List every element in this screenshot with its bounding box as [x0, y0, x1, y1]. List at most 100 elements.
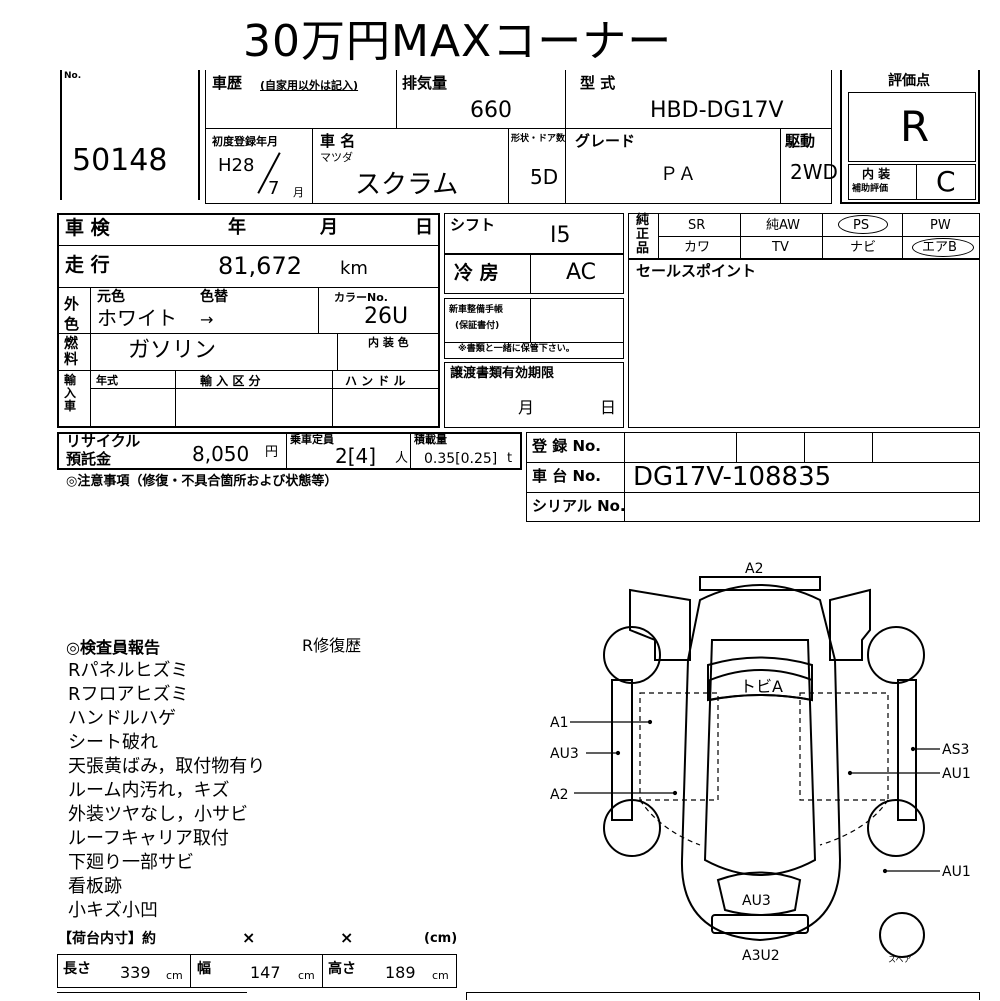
import-handle-label: ハ ン ド ル — [345, 374, 406, 388]
interior-label-1: 内 装 — [862, 167, 891, 181]
top-info-frame — [205, 70, 832, 204]
mileage-unit: km — [340, 258, 368, 279]
rear-right-wheel — [867, 799, 925, 857]
interior-label-2: 補助評価 — [852, 184, 889, 194]
serial-label: シリアル No. — [532, 497, 626, 515]
equip-navi: ナビ — [850, 240, 877, 255]
equip-pw: PW — [930, 218, 951, 233]
inspection-year: 年 — [228, 217, 246, 238]
first-reg-month-unit: 月 — [293, 186, 304, 199]
load-unit: t — [507, 451, 513, 466]
diagram-spare-label: スペア — [888, 955, 911, 964]
shift-label: シフト — [450, 216, 496, 234]
history-sub: (自家用以外は記入) — [260, 79, 359, 92]
transfer-month: 月 — [518, 398, 535, 417]
equip-ps-circle — [838, 215, 888, 234]
spare-wheel — [879, 912, 925, 958]
cargo-width: 147 — [250, 963, 281, 982]
recycle-value: 8,050 — [192, 442, 250, 466]
import-side-label: 輸入車 — [64, 373, 77, 413]
inspector-line: ルーム内汚れ，キズ — [68, 780, 230, 801]
page-title: 30万円MAXコーナー — [243, 16, 673, 67]
aircon-value: AC — [566, 260, 597, 285]
inspector-line: ハンドルハゲ — [68, 708, 176, 729]
inspector-line: 天張黄ばみ，取付物有り — [68, 756, 266, 777]
equip-tv: TV — [772, 240, 789, 255]
left-door — [629, 588, 691, 661]
service-book-label-2: (保証書付) — [455, 321, 500, 331]
lot-number: 50148 — [72, 143, 168, 178]
service-book-frame — [444, 298, 624, 359]
chassis-label: 車 台 No. — [532, 467, 602, 485]
color-value: ホワイト — [97, 306, 177, 330]
first-reg-year: H28 — [218, 155, 255, 176]
rear-left-wheel — [603, 799, 661, 857]
import-kind-label: 輸 入 区 分 — [200, 374, 261, 388]
displacement-value: 660 — [470, 98, 512, 123]
car-maker: マツダ — [320, 151, 353, 164]
diagram-left-1: A1 — [550, 715, 568, 731]
color-original-label: 元色 — [97, 289, 125, 305]
equip-ps: PS — [853, 218, 870, 233]
diagram-right-3: AU1 — [942, 864, 971, 880]
cargo-x-2: × — [340, 928, 354, 947]
service-book-note: ※書類と一緒に保管下さい。 — [458, 344, 575, 354]
displacement-label: 排気量 — [402, 74, 448, 92]
cargo-x-1: × — [242, 928, 256, 947]
front-left-wheel — [603, 626, 661, 684]
car-damage-diagram: A2 トビA A1 AU3 A2 AS3 AU1 AU1 AU3 A3U2 スペ… — [550, 561, 971, 964]
grade-value: ＰＡ — [660, 164, 696, 185]
sales-point-frame — [628, 259, 980, 428]
service-book-label-1: 新車整備手帳 — [449, 305, 504, 315]
diagram-right-2: AU1 — [942, 766, 971, 782]
right-door — [829, 588, 871, 661]
diagram-bottom-label: A3U2 — [742, 948, 780, 964]
color-change-label: 色替 — [200, 289, 228, 305]
diagram-right-1: AS3 — [942, 742, 969, 758]
diagram-left-3: A2 — [550, 787, 568, 803]
score-value: R — [900, 102, 930, 151]
mileage-value: 81,672 — [218, 252, 302, 280]
cargo-width-label: 幅 — [197, 961, 211, 977]
inspector-line: Rパネルヒズミ — [68, 660, 189, 681]
equip-aw: 純AW — [766, 218, 801, 233]
history-label: 車歴 — [212, 74, 243, 92]
cargo-frame — [57, 954, 457, 988]
score-label: 評価点 — [888, 73, 930, 89]
recycle-label-1: リサイクル — [66, 432, 141, 450]
doors-value: 5D — [530, 165, 559, 189]
grade-label: グレード — [575, 132, 636, 150]
car-body-outline — [680, 584, 842, 942]
interior-value: C — [936, 165, 956, 198]
model-type-label: 型 式 — [580, 74, 616, 92]
color-side-label: 外色 — [64, 295, 80, 333]
cargo-unit: (cm) — [424, 931, 458, 946]
doors-label: 形状・ドア数 — [511, 134, 566, 144]
diagram-left-2: AU3 — [550, 746, 579, 762]
inspector-line: シート破れ — [68, 732, 158, 753]
car-rear-window — [716, 871, 802, 916]
cargo-height-cm: cm — [432, 969, 449, 982]
cargo-height: 189 — [385, 963, 416, 982]
aircon-label: 冷 房 — [454, 262, 499, 284]
car-roof-line — [703, 639, 817, 876]
shift-frame — [444, 213, 624, 254]
first-reg-label: 初度登録年月 — [212, 135, 278, 148]
recycle-label-2: 預託金 — [66, 450, 112, 468]
registration-frame — [526, 432, 980, 522]
color-arrow: → — [200, 310, 214, 329]
equip-airbag: エアB — [922, 240, 957, 255]
first-reg-month: 7 — [268, 178, 280, 199]
cargo-label: 【荷台内寸】約 — [58, 931, 156, 947]
cargo-height-label: 高さ — [328, 961, 356, 977]
inspector-repair: R修復歴 — [302, 636, 362, 655]
inspector-line: 下廻り一部サビ — [68, 852, 194, 873]
inspection-month: 月 — [320, 217, 338, 238]
transfer-day: 日 — [600, 398, 617, 417]
lot-number-box — [60, 70, 200, 200]
chassis-value: DG17V-108835 — [633, 462, 832, 492]
inspector-line: ルーフキャリア取付 — [68, 828, 229, 849]
drive-value: 2WD — [790, 160, 838, 184]
aircon-frame — [444, 254, 624, 294]
notes-header: ◎注意事項（修復・不具合箇所および状態等） — [66, 474, 338, 489]
